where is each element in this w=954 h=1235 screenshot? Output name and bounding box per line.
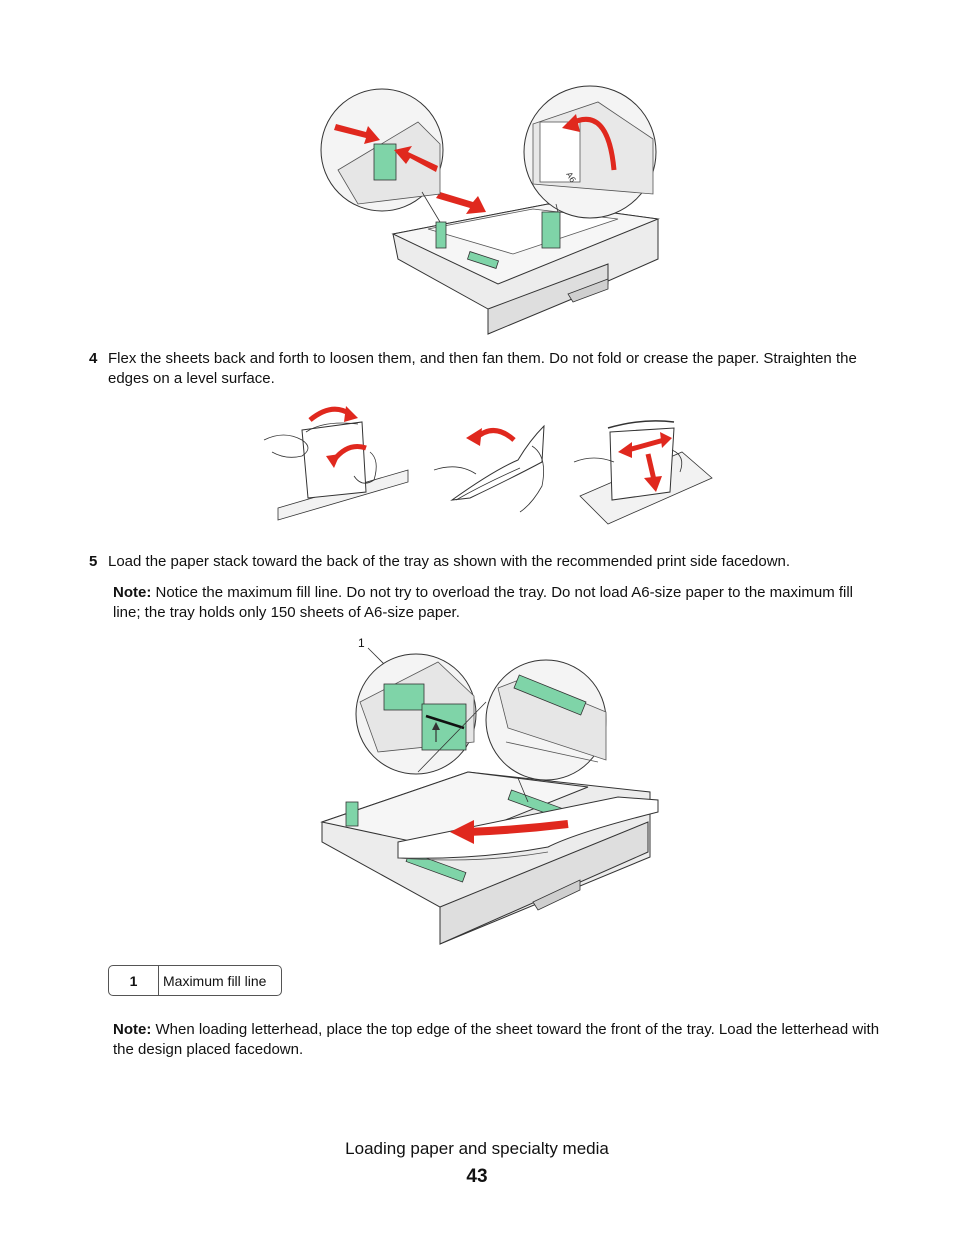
callout-label: Maximum fill line [163, 973, 267, 989]
step-number: 4 [89, 350, 98, 367]
note-label: Note: [113, 584, 152, 601]
note-text: When loading letterhead, place the top e… [113, 1021, 880, 1058]
note-max-fill: Note: Notice the maximum fill line. Do n… [113, 583, 883, 623]
note-text: Notice the maximum fill line. Do not try… [113, 584, 854, 621]
note-letterhead: Note: When loading letterhead, place the… [113, 1020, 883, 1060]
callout-legend: 1 Maximum fill line [108, 965, 282, 996]
figure-callout-number: 1 [358, 636, 365, 650]
callout-number: 1 [109, 966, 159, 995]
load-paper-stack-illustration: 1 [320, 636, 659, 945]
footer-page-number: 43 [466, 1166, 488, 1187]
footer-section-title: Loading paper and specialty media [345, 1139, 609, 1158]
step-text: Load the paper stack toward the back of … [108, 553, 791, 570]
tray-guides-illustration: A6 [320, 85, 660, 335]
step-text: Flex the sheets back and forth to loosen… [108, 350, 857, 387]
step-number: 5 [89, 553, 98, 570]
flex-fan-paper-illustration [263, 406, 713, 525]
note-label: Note: [113, 1021, 152, 1038]
